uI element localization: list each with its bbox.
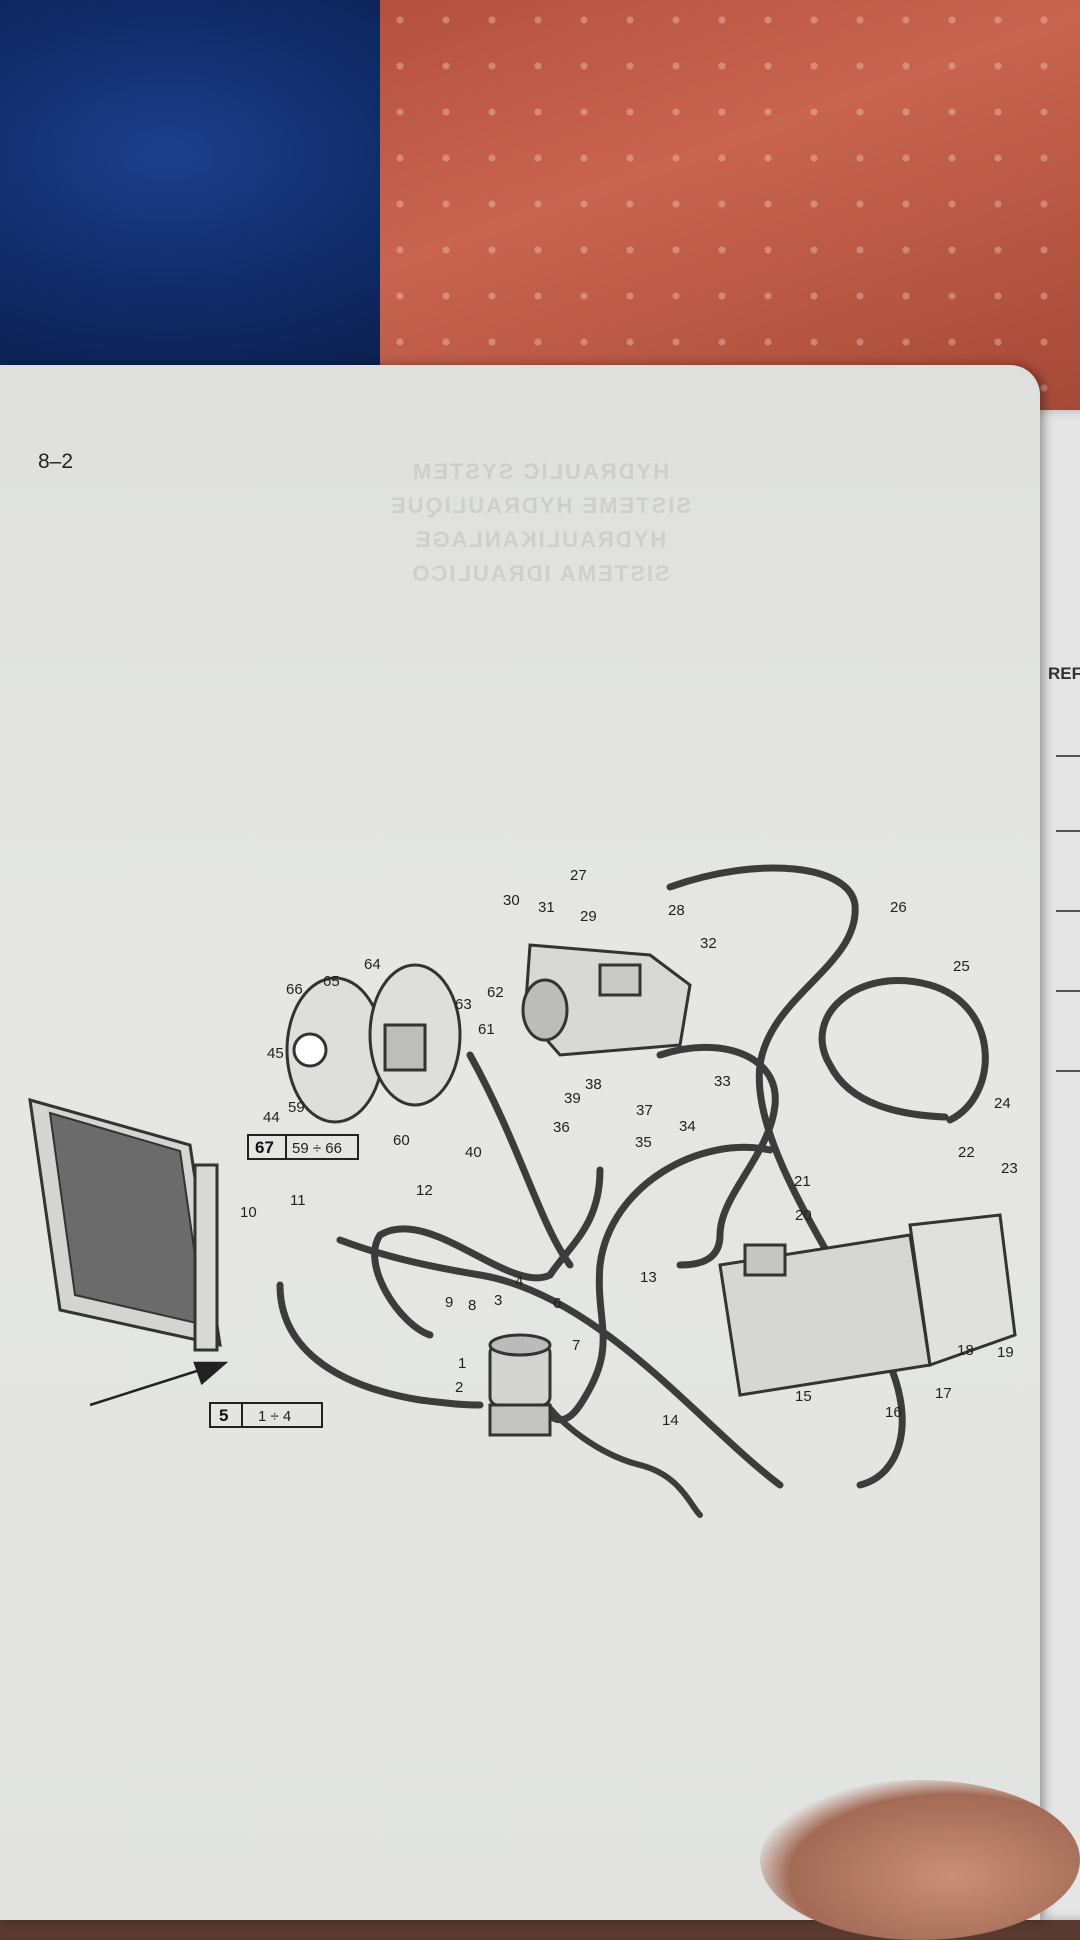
callout-14: 14	[662, 1412, 679, 1429]
callout-12: 12	[416, 1182, 433, 1199]
callout-44: 44	[263, 1109, 280, 1126]
callout-24: 24	[994, 1095, 1011, 1112]
callout-37: 37	[636, 1102, 653, 1119]
group-box-67	[247, 1134, 359, 1160]
callout-labels: 1 2 3 4 6 7 8 9 10 11 12 13 14 15 16 17 …	[240, 867, 1018, 1429]
callout-64: 64	[364, 956, 381, 973]
hoses	[276, 864, 989, 1518]
page-number: 8–2	[38, 450, 74, 473]
callout-30: 30	[503, 892, 520, 909]
callout-3: 3	[494, 1292, 502, 1309]
callout-35: 35	[635, 1134, 652, 1151]
callout-17: 17	[935, 1385, 952, 1402]
thumb	[760, 1780, 1080, 1940]
callout-31: 31	[538, 899, 555, 916]
callout-66: 66	[286, 981, 303, 998]
callout-6: 6	[553, 1295, 561, 1312]
callout-32: 32	[700, 935, 717, 952]
callout-60: 60	[393, 1132, 410, 1149]
callout-7: 7	[572, 1337, 580, 1354]
pump-drive-flange	[285, 963, 462, 1124]
right-page-ref-label: REF	[1048, 664, 1080, 683]
callout-39: 39	[564, 1090, 581, 1107]
callout-63: 63	[455, 996, 472, 1013]
callout-21: 21	[794, 1173, 811, 1190]
oil-cooler	[28, 1097, 222, 1352]
callout-8: 8	[468, 1297, 476, 1314]
callout-59: 59	[288, 1099, 305, 1116]
callout-9: 9	[445, 1294, 453, 1311]
hydraulic-system-diagram: 67 59 ÷ 66 5 1 ÷ 4 1 2 3 4 6 7 8 9 10 11…	[28, 864, 1018, 1518]
callout-61: 61	[478, 1021, 495, 1038]
manual-page: 8–2 HYDRAULIC SYSTEM SISTEME HYDRAULIQUE…	[0, 365, 1040, 1920]
callout-20: 20	[795, 1207, 812, 1224]
callout-22: 22	[958, 1144, 975, 1161]
callout-15: 15	[795, 1388, 812, 1405]
callout-40: 40	[465, 1144, 482, 1161]
callout-45: 45	[267, 1045, 284, 1062]
group-box-67-range: 59 ÷ 66	[292, 1140, 342, 1157]
oil-filter	[488, 1333, 552, 1437]
hydraulic-pump	[521, 943, 692, 1057]
callout-23: 23	[1001, 1160, 1018, 1177]
callout-36: 36	[553, 1119, 570, 1136]
callout-62: 62	[487, 984, 504, 1001]
callout-10: 10	[240, 1204, 257, 1221]
group-box-5	[209, 1402, 323, 1428]
group-box-67-ref: 67	[255, 1138, 274, 1157]
callout-26: 26	[890, 899, 907, 916]
callout-25: 25	[953, 958, 970, 975]
callout-27: 27	[570, 867, 587, 884]
callout-29: 29	[580, 908, 597, 925]
red-fabric-background	[380, 0, 1080, 420]
callout-38: 38	[585, 1076, 602, 1093]
electric-motor	[718, 1213, 1017, 1397]
callout-4: 4	[515, 1273, 523, 1290]
callout-11: 11	[290, 1192, 306, 1209]
callout-18: 18	[957, 1342, 974, 1359]
callout-1: 1	[458, 1355, 466, 1372]
callout-16: 16	[885, 1404, 902, 1421]
callout-33: 33	[714, 1073, 731, 1090]
callout-28: 28	[668, 902, 685, 919]
group-box-5-ref: 5	[219, 1406, 228, 1425]
callout-13: 13	[640, 1269, 657, 1286]
callout-19: 19	[997, 1344, 1014, 1361]
callout-34: 34	[679, 1118, 696, 1135]
callout-2: 2	[455, 1379, 463, 1396]
group-box-5-range: 1 ÷ 4	[258, 1408, 291, 1425]
callout-65: 65	[323, 973, 340, 990]
direction-arrow	[89, 1361, 229, 1407]
